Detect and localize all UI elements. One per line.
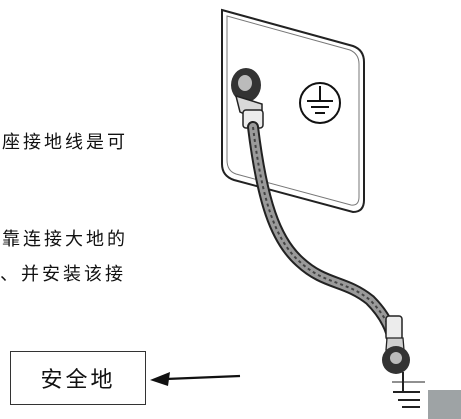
ground-cable [247,121,400,351]
body-text-line-1: 座接地线是可 [2,132,128,153]
lower-ring-terminal [382,315,410,374]
body-text-line-3: 、并安装该接 [0,264,126,285]
left-arrow-icon [150,372,241,386]
ground-hatch [392,372,425,408]
body-text-line-2: 靠连接大地的 [2,229,128,250]
safety-ground-label-box: 安全地 [10,351,146,405]
gray-corner-block [428,390,461,419]
upper-ring-terminal [231,68,264,129]
safety-ground-label: 安全地 [40,368,116,393]
earth-ground-icon [299,82,341,124]
